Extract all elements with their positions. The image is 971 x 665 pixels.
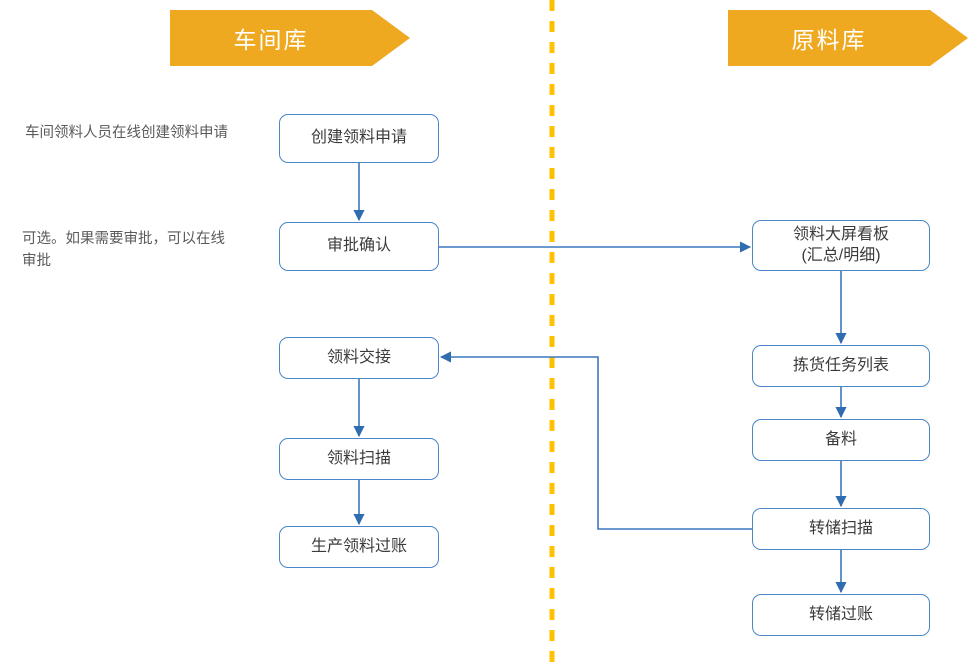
node-approval-confirm[interactable]: 审批确认 <box>279 222 439 271</box>
node-production-posting[interactable]: 生产领料过账 <box>279 526 439 568</box>
connector-transfer-scan-to-handover <box>439 351 752 530</box>
note-create-request: 车间领料人员在线创建领料申请 <box>25 125 228 141</box>
lane-banner-workshop-warehouse: 车间库 <box>170 10 410 66</box>
node-material-handover[interactable]: 领料交接 <box>279 337 439 379</box>
node-transfer-scan[interactable]: 转储扫描 <box>752 508 930 550</box>
lane-banner-raw-material-warehouse: 原料库 <box>728 10 968 66</box>
node-picking-task-list[interactable]: 拣货任务列表 <box>752 345 930 387</box>
node-prepare-material[interactable]: 备料 <box>752 419 930 461</box>
node-transfer-posting[interactable]: 转储过账 <box>752 594 930 636</box>
lane-label-raw-material-warehouse: 原料库 <box>791 27 867 53</box>
node-dashboard[interactable]: 领料大屏看板 (汇总/明细) <box>752 220 930 271</box>
node-create-request[interactable]: 创建领料申请 <box>279 114 439 163</box>
note-approval-optional: 可选。如果需要审批，可以在线审批 <box>22 231 225 270</box>
node-material-scan[interactable]: 领料扫描 <box>279 438 439 480</box>
lane-label-workshop-warehouse: 车间库 <box>233 27 309 53</box>
